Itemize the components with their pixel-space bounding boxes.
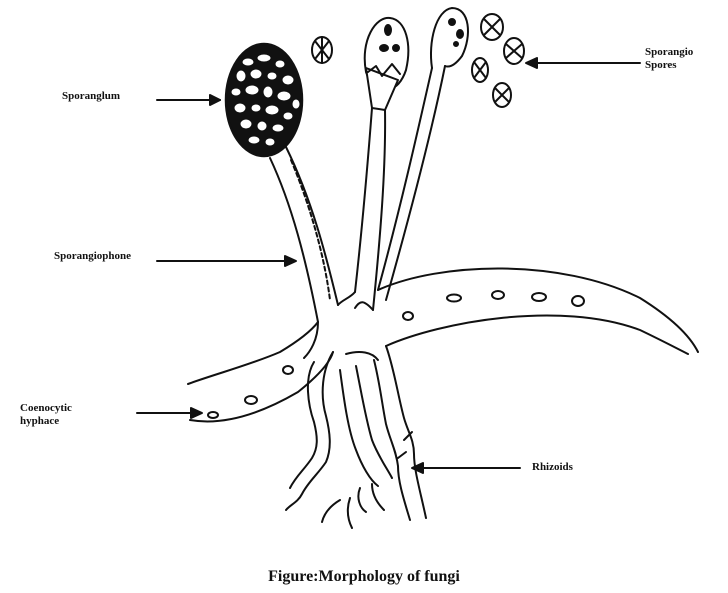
empty-sporangium [430,7,469,69]
label-sporangium-text: Sporanglum [62,90,121,102]
arrow-sporangium [156,94,221,106]
spore-4 [471,57,489,83]
sporangiophores [269,65,446,323]
arrow-coenocytic [136,407,203,419]
label-sporangiophore-text: Sporangiophone [54,250,132,262]
figure-caption: Figure:Morphology of fungi [268,568,460,585]
label-sporangiophore: Sporangiophone [54,250,131,263]
sporangiospores [311,13,525,108]
label-coenocytic-line2: hyphace [20,415,60,427]
coenocytic-hypha [187,267,699,423]
label-spores-line2: Spores [645,59,677,71]
label-coenocytic-line1: Coenocytic [20,402,72,414]
sporangium [224,42,304,158]
spore-5 [492,82,512,108]
label-rhizoids: Rhizoids [532,461,573,474]
spore-3 [503,37,525,65]
arrow-spores [525,57,641,69]
spore-2 [480,13,504,41]
arrow-sporangiophore [156,255,297,267]
label-spores-line1: Sporangio [645,46,694,58]
label-sporangio-spores: Sporangio Spores [645,46,693,72]
arrow-rhizoids [411,462,521,474]
label-sporangium: Sporanglum [62,90,120,103]
ruptured-sporangium [363,16,410,111]
spore-1 [311,36,333,64]
label-rhizoids-text: Rhizoids [532,461,573,473]
arrows [136,57,641,474]
label-coenocytic-hyphae: Coenocytic hyphace [20,402,72,428]
rhizoids [285,321,427,529]
